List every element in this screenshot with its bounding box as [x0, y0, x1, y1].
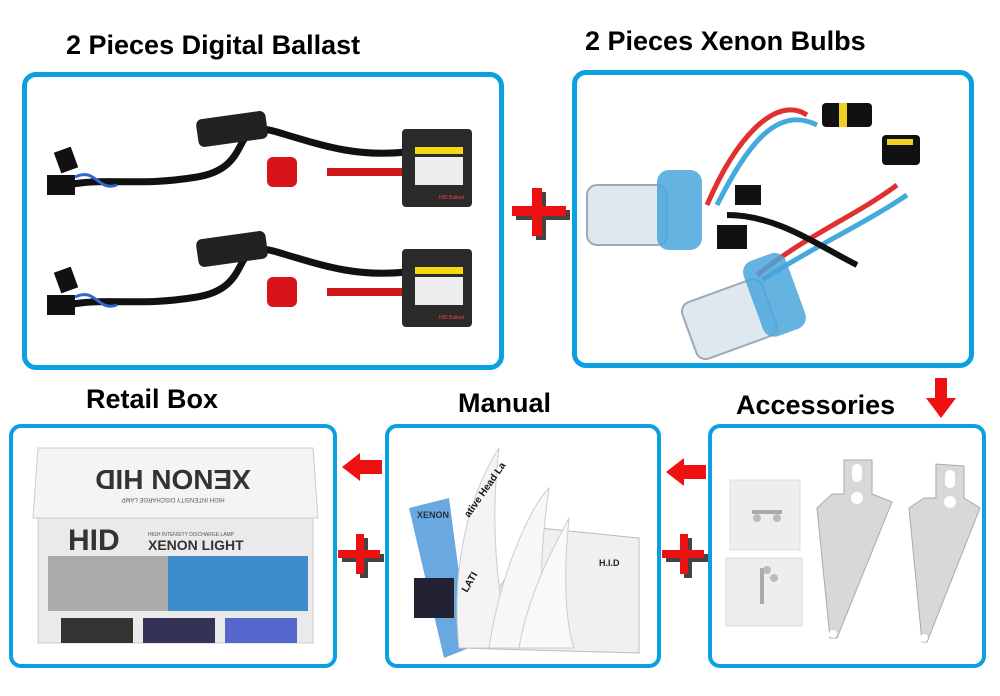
- accessories-panel: [708, 424, 986, 668]
- svg-text:HIGH INTENSITY DISCHARGE LAMP: HIGH INTENSITY DISCHARGE LAMP: [148, 532, 235, 538]
- svg-text:HIGH INTENSITY DISCHARGE LAMP: HIGH INTENSITY DISCHARGE LAMP: [121, 496, 224, 502]
- ballast-title: 2 Pieces Digital Ballast: [66, 30, 361, 60]
- accessories-image: [725, 459, 981, 643]
- ballast-unit: HID Ballast: [47, 111, 472, 207]
- svg-text:H.I.D: H.I.D: [599, 558, 620, 568]
- accessories-title: Accessories: [736, 390, 896, 420]
- svg-text:XENON: XENON: [417, 510, 449, 520]
- xenon-bulb: [680, 252, 806, 361]
- svg-text:HID Ballast: HID Ballast: [439, 195, 465, 201]
- plus-icon: [338, 532, 384, 578]
- svg-text:HID: HID: [68, 524, 120, 557]
- svg-text:XENON HID: XENON HID: [95, 464, 251, 495]
- manual-title: Manual: [458, 388, 552, 418]
- manual-image: XENON ative Head La LATI H.I.D: [409, 447, 640, 658]
- svg-text:HID Ballast: HID Ballast: [439, 315, 465, 321]
- screw-bag: [725, 557, 803, 627]
- svg-text:XENON LIGHT: XENON LIGHT: [148, 537, 244, 553]
- xenon-bulb: [586, 170, 702, 250]
- bulbs-image: [586, 103, 920, 361]
- retail-box-image: XENON HID HIGH INTENSITY DISCHARGE LAMP …: [32, 447, 319, 644]
- mounting-bracket: [816, 459, 893, 639]
- ballast-panel: HID Ballast HID Ballast: [22, 72, 504, 370]
- ballast-unit: HID Ballast: [47, 231, 472, 327]
- retail-box-title: Retail Box: [86, 384, 219, 414]
- plus-icon: [662, 532, 708, 578]
- retail-box-panel: XENON HID HIGH INTENSITY DISCHARGE LAMP …: [9, 424, 337, 668]
- arrow-down-icon: [926, 378, 956, 418]
- plus-icon: [510, 188, 570, 240]
- bulbs-panel: [572, 70, 974, 368]
- mounting-bracket: [908, 463, 981, 643]
- arrow-left-icon: [342, 453, 382, 481]
- arrow-left-icon: [666, 458, 706, 486]
- bulbs-title: 2 Pieces Xenon Bulbs: [585, 26, 866, 56]
- screw-bag: [729, 479, 801, 551]
- ballast-image: HID Ballast HID Ballast: [47, 111, 472, 327]
- manual-panel: XENON ative Head La LATI H.I.D: [385, 424, 661, 668]
